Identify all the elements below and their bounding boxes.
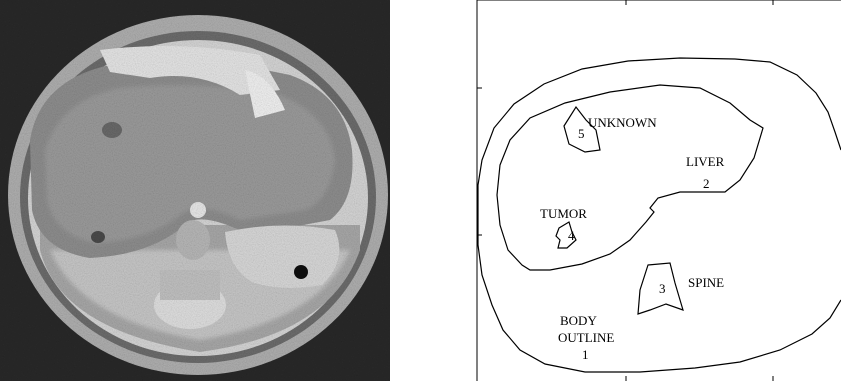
liver-contour bbox=[497, 85, 763, 270]
label-spine: SPINE bbox=[688, 275, 724, 290]
label-body-id: 1 bbox=[582, 347, 589, 362]
ct-scan-image bbox=[0, 0, 390, 381]
label-spine-id: 3 bbox=[659, 281, 666, 296]
segmentation-map: UNKNOWN 5 LIVER 2 TUMOR 4 SPINE 3 BODY O… bbox=[470, 0, 841, 381]
label-outline: OUTLINE bbox=[558, 330, 614, 345]
label-liver: LIVER bbox=[686, 154, 725, 169]
body-outline-contour bbox=[478, 58, 841, 372]
label-body: BODY bbox=[560, 313, 597, 328]
label-liver-id: 2 bbox=[703, 176, 710, 191]
label-tumor-id: 4 bbox=[568, 228, 575, 243]
label-unknown-id: 5 bbox=[578, 126, 585, 141]
label-tumor: TUMOR bbox=[540, 206, 587, 221]
label-unknown: UNKNOWN bbox=[588, 115, 657, 130]
